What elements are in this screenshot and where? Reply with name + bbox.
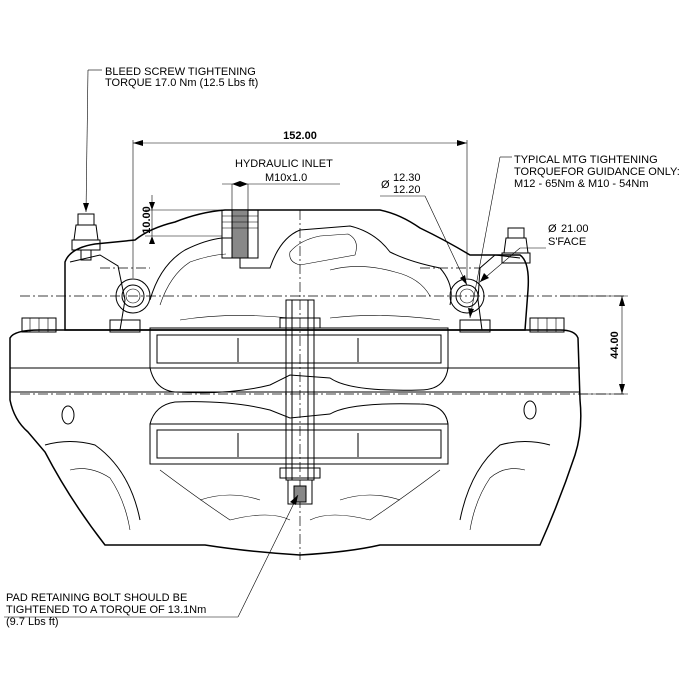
caliper-body [9, 209, 582, 556]
hole-diameter-callout: Ø 12.30 12.20 [380, 172, 468, 286]
diameter-symbol-face: Ø [548, 223, 557, 235]
lower-body-detail [44, 400, 551, 531]
bleed-screw-left [71, 213, 101, 261]
brake-pad-upper [149, 327, 449, 394]
pad-note-line2: TIGHTENED TO A TORQUE OF 13.1Nm [6, 604, 206, 616]
mtg-torque-line3: M12 - 65Nm & M10 - 54Nm [514, 178, 648, 190]
mtg-torque-line1: TYPICAL MTG TIGHTENING [514, 154, 658, 166]
hole-diameter-lower: 12.20 [393, 184, 421, 196]
bleed-screw-callout: BLEED SCREW TIGHTENING TORQUE 17.0 Nm (1… [83, 66, 258, 213]
bleed-note-line1: BLEED SCREW TIGHTENING [105, 66, 256, 78]
hole-diameter-upper: 12.30 [393, 172, 421, 184]
brake-pad-lower [149, 401, 449, 465]
dimension-width-value: 152.00 [283, 130, 317, 142]
mtg-torque-line2: TORQUEFOR GUIDANCE ONLY: [514, 166, 680, 178]
pad-note-line1: PAD RETAINING BOLT SHOULD BE [6, 592, 187, 604]
mounting-bolt-right [459, 317, 565, 333]
hydraulic-inlet-label: HYDRAULIC INLET [235, 158, 333, 170]
bleed-note-line2: TORQUE 17.0 Nm (12.5 Lbs ft) [105, 77, 258, 89]
bleed-screw-right [501, 227, 531, 264]
mounting-hole-left [115, 278, 151, 314]
pad-note-line3: (9.7 Lbs ft) [6, 616, 59, 628]
dimension-width: 152.00 [132, 130, 468, 278]
dimension-depth-value: 10.00 [141, 206, 153, 234]
mounting-bolt-left [21, 317, 141, 333]
face-diameter-callout: Ø 21.00 S'FACE [479, 223, 589, 283]
hydraulic-inlet-fitting [221, 209, 259, 259]
hydraulic-inlet-callout: HYDRAULIC INLET M10x1.0 [222, 158, 340, 210]
center-lines [20, 210, 625, 560]
hydraulic-thread-label: M10x1.0 [265, 172, 307, 184]
mounting-torque-callout: TYPICAL MTG TIGHTENING TORQUEFOR GUIDANC… [468, 154, 680, 319]
diameter-symbol-upper: Ø [381, 179, 390, 191]
dimension-depth: 10.00 [141, 195, 222, 244]
dimension-height-value: 44.00 [609, 331, 621, 359]
face-diameter-label: S'FACE [548, 236, 586, 248]
dimension-height: 44.00 [560, 295, 628, 395]
face-diameter-value: 21.00 [561, 223, 589, 235]
pad-bolt-callout: PAD RETAINING BOLT SHOULD BE TIGHTENED T… [4, 494, 299, 628]
